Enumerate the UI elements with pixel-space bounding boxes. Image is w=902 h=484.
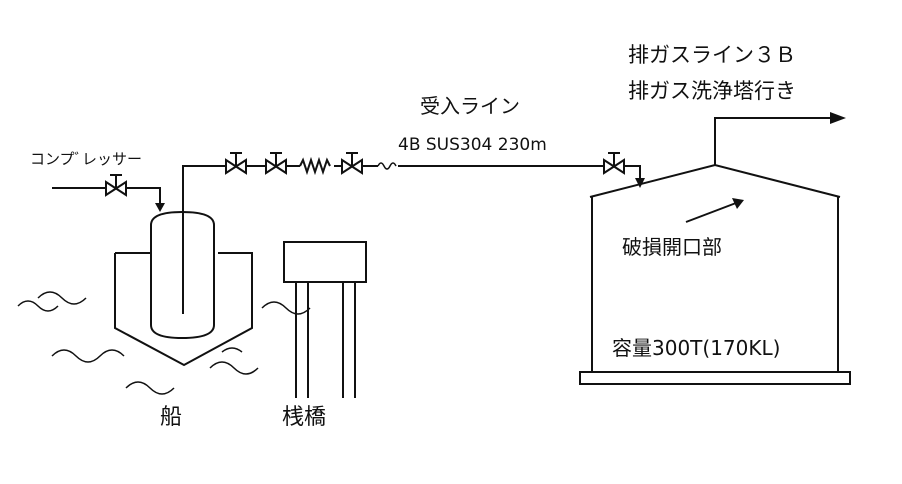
compressor-valve-icon xyxy=(105,174,127,197)
flexible-hose-icon xyxy=(299,156,331,176)
damage-opening-arrow xyxy=(685,198,744,223)
valve-icon xyxy=(265,152,287,175)
pier xyxy=(283,241,367,398)
ship-hull xyxy=(114,252,253,367)
exhaust-destination-label: 排ガス洗浄塔行き xyxy=(628,79,796,103)
receiving-line-spec: 4B SUS304 230m xyxy=(398,135,547,155)
ship-tank xyxy=(150,210,215,340)
exhaust-line-label: 排ガスライン３Ｂ xyxy=(628,43,796,67)
receiving-pipe xyxy=(182,165,645,314)
compressor-label: コンプﾞレッサー xyxy=(30,150,142,168)
ship-label: 船 xyxy=(160,405,182,430)
receiving-line-title: 受入ライン xyxy=(420,94,520,118)
valve-icon xyxy=(225,152,247,175)
pipe-break-icon xyxy=(377,162,397,170)
damage-opening-label: 破損開口部 xyxy=(622,235,722,259)
exhaust-line xyxy=(714,112,846,165)
water-waves xyxy=(17,291,311,395)
valve-icon xyxy=(603,152,625,175)
compressor-line xyxy=(52,187,165,212)
valve-icon xyxy=(341,152,363,175)
pier-label: 桟橋 xyxy=(282,405,326,430)
capacity-label: 容量300T(170KL) xyxy=(612,336,780,360)
